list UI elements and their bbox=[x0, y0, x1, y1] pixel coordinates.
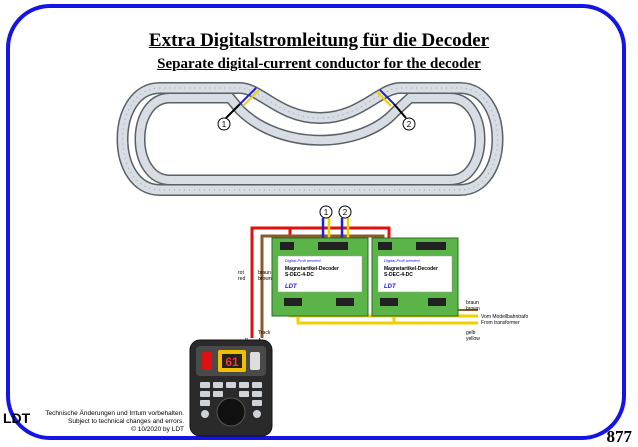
decoder-right-tagline: Digital-Profi werden! bbox=[384, 258, 421, 263]
disclaimer-line-2: Subject to technical changes and errors. bbox=[68, 418, 184, 425]
label-from-transformer: From transformer bbox=[481, 320, 520, 326]
page-frame bbox=[6, 4, 626, 440]
digital-controller: 61 bbox=[189, 339, 273, 437]
decoder-right-name: Magnetartikel-Decoder bbox=[384, 266, 438, 272]
label-rot: rot bbox=[238, 270, 244, 276]
connection-1-marker bbox=[319, 205, 333, 219]
connection-1-label: 1 bbox=[324, 208, 329, 217]
decoder-left-name: Magnetartikel-Decoder bbox=[285, 266, 339, 272]
label-brown-right: brown bbox=[466, 306, 480, 312]
turnout-2-label: 2 bbox=[407, 120, 412, 129]
label-braun: braun bbox=[258, 270, 271, 276]
track-layout: 1 2 bbox=[116, 82, 504, 196]
decoder-left-brand: LDT bbox=[285, 284, 298, 290]
decoder-right: Digital-Profi werden! Magnetartikel-Deco… bbox=[371, 237, 459, 317]
title-german: Extra Digitalstromleitung für die Decode… bbox=[148, 30, 490, 51]
decoder-right-model: S-DEC-4-DC bbox=[384, 272, 413, 278]
turnout-1-label: 1 bbox=[222, 120, 227, 129]
decoder-right-brand: LDT bbox=[384, 284, 397, 290]
label-red: red bbox=[238, 276, 245, 282]
title-english: Separate digital-current conductor for t… bbox=[157, 56, 481, 72]
connection-2-label: 2 bbox=[343, 208, 348, 217]
decoder-left: Digital-Profi werden! Magnetartikel-Deco… bbox=[271, 237, 369, 317]
disclaimer-line-3: © 10/2020 by LDT bbox=[131, 426, 184, 433]
ldt-logo: LDT bbox=[3, 410, 31, 426]
label-yellow: yellow bbox=[466, 336, 480, 342]
logo-text: LDT bbox=[3, 410, 31, 426]
connection-2-marker bbox=[338, 205, 352, 219]
disclaimer-line-1: Technische Änderungen und Irrtum vorbeha… bbox=[45, 410, 184, 417]
label-gelb: gelb bbox=[466, 330, 476, 336]
turnout-1-marker bbox=[217, 117, 231, 131]
label-braun-right: braun bbox=[466, 300, 479, 306]
turnout-2-marker bbox=[402, 117, 416, 131]
decoder-left-tagline: Digital-Profi werden! bbox=[285, 258, 322, 263]
label-track: Track bbox=[258, 330, 271, 336]
decoder-left-model: S-DEC-4-DC bbox=[285, 272, 314, 278]
wire-labels: rot red braun brown Track B A braun brow… bbox=[238, 270, 528, 344]
controller-display: 61 bbox=[225, 355, 239, 369]
label-brown: brown bbox=[258, 276, 272, 282]
label-vom-trafo: Vom Modellbahntrafo bbox=[481, 314, 528, 320]
page-number: 877 bbox=[606, 427, 633, 446]
